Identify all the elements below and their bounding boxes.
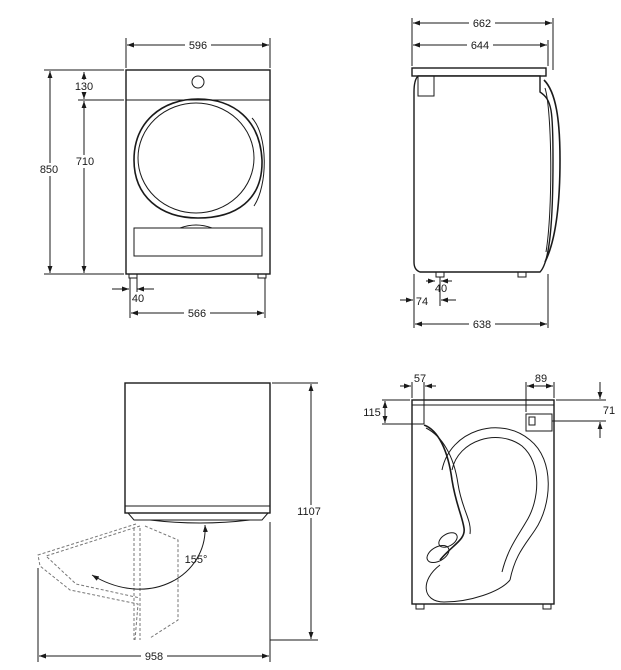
door-open-width-label: 958 bbox=[145, 651, 163, 663]
rear-outlet bbox=[528, 416, 536, 426]
rear-drum-outline bbox=[441, 427, 549, 581]
door-open-view: 155° 1107 958 bbox=[37, 382, 325, 663]
rear-drum-inner bbox=[451, 437, 538, 573]
front-width-label: 596 bbox=[189, 40, 207, 52]
front-foot-right bbox=[257, 273, 267, 279]
label-bg bbox=[184, 306, 210, 319]
door-handle bbox=[251, 117, 265, 207]
top-cabinet bbox=[124, 382, 271, 514]
drain-hose bbox=[423, 424, 465, 561]
open-door-outline-inner bbox=[45, 525, 141, 599]
side-total-depth-label: 662 bbox=[473, 18, 491, 30]
label-bg bbox=[72, 80, 96, 92]
label-bg bbox=[36, 163, 62, 176]
door-closed-outline bbox=[127, 512, 269, 521]
side-foot-span-label: 74 bbox=[416, 296, 428, 308]
drain-hose-edge bbox=[425, 427, 471, 535]
side-foot-front bbox=[517, 271, 527, 278]
rear-right-width-label: 89 bbox=[535, 373, 547, 385]
label-bg bbox=[141, 649, 167, 662]
side-door-inner bbox=[544, 87, 552, 253]
rear-foot-left bbox=[415, 603, 425, 610]
label-bg bbox=[72, 155, 98, 168]
label-bg bbox=[467, 38, 493, 51]
side-foot-offset-label: 40 bbox=[435, 283, 447, 295]
rear-outlet-box bbox=[525, 413, 553, 432]
label-bg bbox=[469, 317, 495, 330]
door-angle-arc bbox=[91, 524, 208, 590]
side-foot-rear bbox=[435, 271, 445, 278]
front-cabinet bbox=[125, 69, 271, 275]
front-view: 596 850 130 710 40 566 bbox=[36, 38, 271, 320]
front-top-panel-label: 130 bbox=[75, 81, 93, 93]
front-foot-offset-label: 40 bbox=[132, 293, 144, 305]
rear-view: 57 89 115 71 bbox=[363, 373, 615, 610]
side-hinge bbox=[417, 75, 435, 97]
rear-top-height-label: 115 bbox=[363, 407, 381, 419]
front-total-height-label: 850 bbox=[40, 164, 58, 176]
front-body-height-label: 710 bbox=[76, 156, 94, 168]
side-top-plate bbox=[411, 67, 547, 77]
label-bg bbox=[185, 38, 211, 51]
container-handle bbox=[179, 224, 213, 229]
side-view: 662 644 40 74 638 bbox=[400, 16, 561, 331]
door-ring bbox=[133, 98, 263, 219]
open-door-outline-outer bbox=[37, 523, 139, 641]
door-angle-label: 155° bbox=[185, 554, 208, 566]
open-door-side bbox=[144, 525, 179, 639]
hose-coil bbox=[438, 532, 458, 548]
label-bg bbox=[469, 16, 495, 29]
front-foot-span-label: 566 bbox=[188, 308, 206, 320]
side-body-depth-label: 644 bbox=[471, 40, 489, 52]
rear-left-offset-label: 57 bbox=[414, 373, 426, 385]
door-open-height-label: 1107 bbox=[297, 506, 321, 518]
door-closed-curve bbox=[149, 519, 251, 524]
water-container bbox=[133, 227, 263, 257]
side-cabinet bbox=[413, 75, 554, 273]
label-bg bbox=[293, 505, 325, 518]
open-door-hinge-edge bbox=[133, 528, 141, 640]
rear-lower-shape bbox=[425, 564, 511, 603]
rear-foot-right bbox=[542, 603, 552, 610]
side-base-depth-label: 638 bbox=[473, 319, 491, 331]
program-knob bbox=[191, 75, 205, 89]
front-foot-left bbox=[128, 273, 138, 279]
door-glass bbox=[137, 102, 255, 214]
side-door-profile bbox=[543, 79, 561, 263]
rear-right-height-label: 71 bbox=[603, 405, 615, 417]
hose-coil-2 bbox=[426, 544, 450, 564]
